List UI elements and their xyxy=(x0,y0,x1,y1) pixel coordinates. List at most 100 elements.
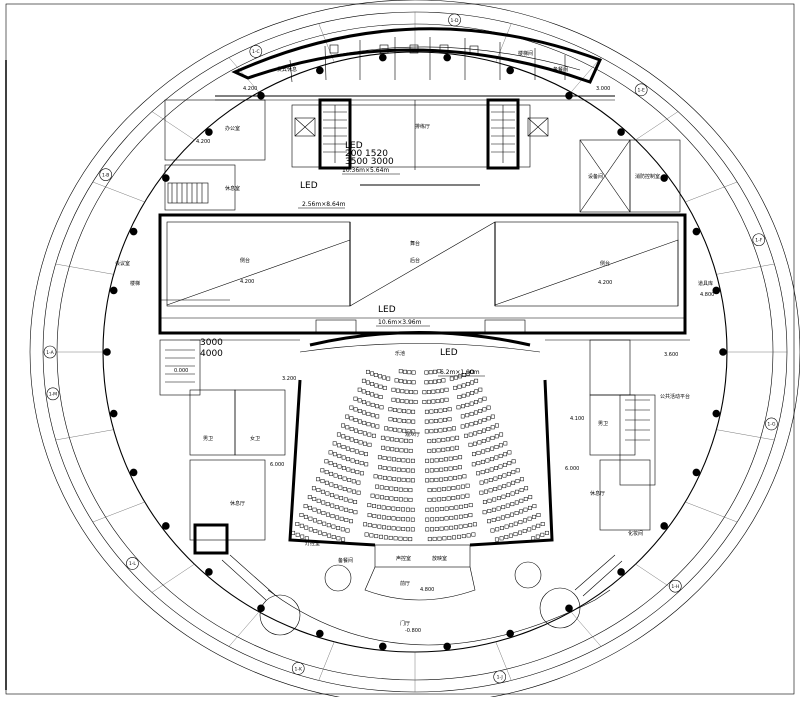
seat xyxy=(397,418,402,423)
seat xyxy=(441,437,446,442)
column-dot xyxy=(712,286,721,295)
seat xyxy=(481,449,486,454)
seat xyxy=(432,487,437,492)
seat xyxy=(339,506,344,511)
radial-grid-lines xyxy=(43,12,787,692)
seat xyxy=(433,419,438,423)
seat xyxy=(386,515,391,520)
seat xyxy=(443,477,448,482)
seat xyxy=(444,516,449,521)
seat xyxy=(382,525,386,530)
seat xyxy=(326,523,331,528)
seat xyxy=(429,409,434,414)
seat xyxy=(459,504,464,509)
seat xyxy=(362,400,366,405)
seat xyxy=(380,435,385,440)
label-rest-left: 休息室 xyxy=(225,185,240,192)
seat xyxy=(313,529,318,533)
seat xyxy=(410,478,415,483)
seat xyxy=(384,486,389,490)
seat xyxy=(359,450,364,455)
radial-line xyxy=(635,111,679,141)
label-stage-side-left: 侧台 xyxy=(240,257,250,264)
seat xyxy=(408,488,413,493)
led1-title: LED xyxy=(345,141,363,151)
seat xyxy=(399,438,404,443)
seat xyxy=(485,458,490,463)
seat xyxy=(406,478,411,483)
seat xyxy=(362,420,367,425)
seat xyxy=(413,390,418,395)
grid-bubble-label: 1-L xyxy=(129,561,136,567)
seat xyxy=(451,486,456,490)
seat xyxy=(402,409,406,414)
seat xyxy=(443,467,448,472)
seat xyxy=(387,456,392,461)
seat xyxy=(494,537,499,542)
label-fire-control: 消防控制室 xyxy=(635,173,660,180)
seat xyxy=(528,495,533,500)
seat xyxy=(493,476,498,481)
radial-line xyxy=(570,611,602,647)
seat xyxy=(430,527,434,532)
label-store: 道具库 xyxy=(698,280,713,287)
seat xyxy=(490,414,495,419)
seat xyxy=(532,504,537,509)
seat xyxy=(379,534,383,539)
column-dot xyxy=(109,409,118,418)
seat xyxy=(431,399,436,404)
seat xyxy=(482,418,487,422)
seat xyxy=(353,500,358,504)
audience-seating xyxy=(291,369,549,542)
seat xyxy=(338,485,343,490)
seat xyxy=(463,504,468,508)
seat xyxy=(328,450,333,455)
seat xyxy=(406,419,411,424)
seat xyxy=(382,475,387,480)
seat xyxy=(403,369,407,374)
seat xyxy=(382,466,387,470)
seat xyxy=(499,432,504,437)
seat xyxy=(460,414,465,419)
seat xyxy=(341,455,346,460)
label-meeting-room: 会议室 xyxy=(115,260,130,267)
seat xyxy=(465,382,470,386)
seat xyxy=(489,457,494,462)
seat xyxy=(391,387,396,392)
seat xyxy=(349,437,354,442)
seat xyxy=(437,536,442,541)
seat xyxy=(451,496,456,500)
seat xyxy=(432,497,437,502)
column-dot xyxy=(316,66,324,75)
seat xyxy=(404,438,408,443)
seat xyxy=(407,380,412,385)
seat xyxy=(401,477,406,482)
seat xyxy=(446,486,451,491)
seat xyxy=(540,522,545,526)
seat xyxy=(449,525,454,530)
seat xyxy=(447,535,452,540)
column-dot xyxy=(443,53,451,62)
seat xyxy=(391,516,396,521)
seat xyxy=(353,510,358,515)
seat xyxy=(379,485,384,490)
seat xyxy=(476,450,481,455)
column-dot xyxy=(379,642,387,651)
seat xyxy=(439,457,444,462)
seat xyxy=(453,475,458,480)
seat xyxy=(531,525,536,530)
seat xyxy=(466,371,470,376)
seat xyxy=(502,484,507,489)
seat xyxy=(507,450,512,455)
seat xyxy=(434,527,439,531)
grid-bubble xyxy=(46,387,60,401)
seat xyxy=(469,422,474,427)
seat xyxy=(354,449,359,454)
elev-13: 4.200 xyxy=(240,279,254,285)
seat xyxy=(337,464,342,469)
seat xyxy=(458,374,462,379)
led1-dim2: 3500 3000 xyxy=(345,157,394,167)
seat xyxy=(334,494,339,499)
seat xyxy=(506,482,511,487)
seat xyxy=(523,518,527,523)
